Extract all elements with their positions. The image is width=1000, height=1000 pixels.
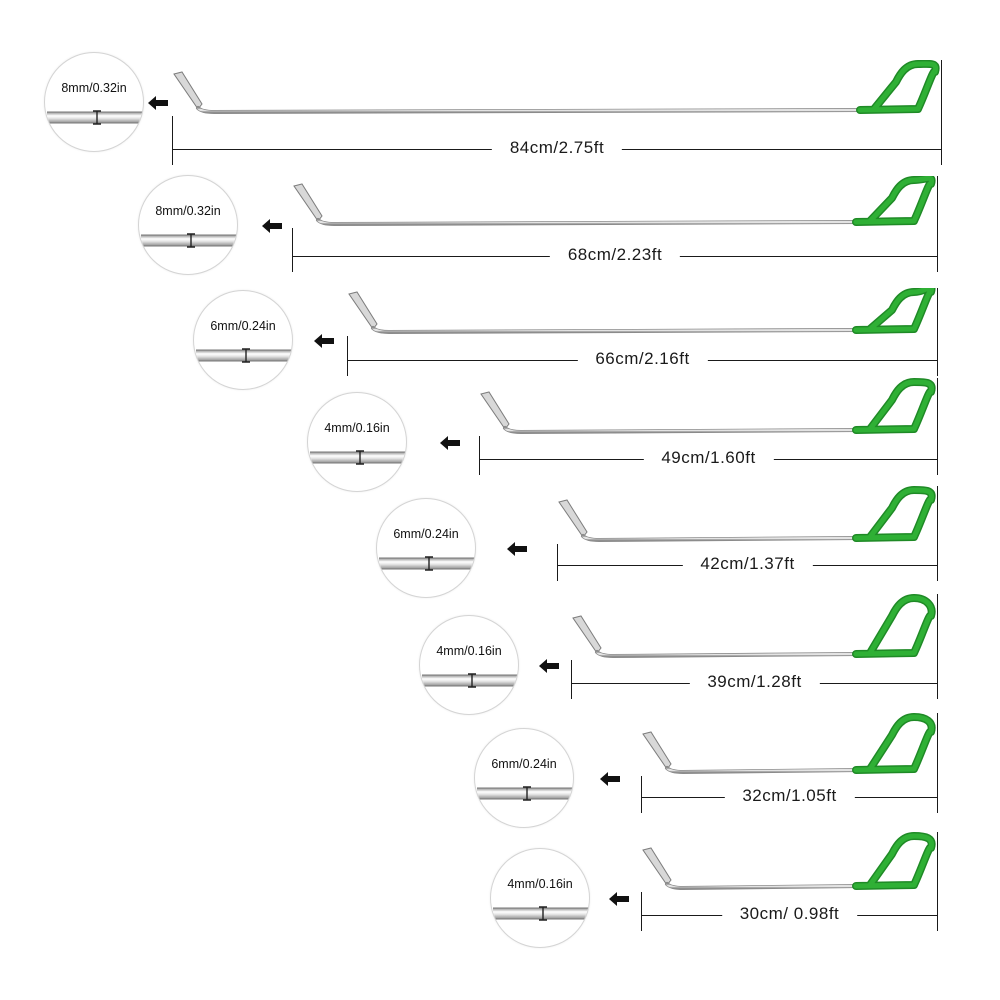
length-dimension: 49cm/1.60ft	[479, 378, 938, 475]
diameter-badge: 8mm/0.32in	[138, 175, 238, 275]
arrow-left-icon	[440, 436, 460, 450]
dimension-tick	[937, 594, 938, 699]
arrow-left-icon	[600, 772, 620, 786]
diameter-badge: 4mm/0.16in	[490, 848, 590, 948]
dent-rod-image	[558, 486, 936, 543]
arrow-left-icon	[148, 96, 168, 110]
dent-rod-image	[480, 378, 936, 435]
diameter-label: 6mm/0.24in	[491, 757, 557, 771]
dimension-tick	[937, 486, 938, 581]
diameter-badge: 6mm/0.24in	[376, 498, 476, 598]
rod-cross-section-icon	[47, 110, 143, 125]
rod-cross-section-icon	[310, 450, 406, 465]
length-label: 49cm/1.60ft	[643, 448, 774, 468]
arrow-left-icon	[262, 219, 282, 233]
diameter-label: 4mm/0.16in	[324, 421, 390, 435]
rod-cross-section-icon	[477, 786, 573, 801]
length-label: 68cm/2.23ft	[549, 245, 681, 265]
dimension-tick	[937, 713, 938, 813]
length-label: 39cm/1.28ft	[689, 672, 820, 692]
diameter-label: 4mm/0.16in	[507, 877, 573, 891]
dimension-tick	[937, 832, 938, 931]
dent-rod-image	[348, 288, 936, 335]
dimension-tick	[557, 544, 558, 581]
dimension-tick	[347, 336, 348, 376]
dimension-tick	[937, 378, 938, 475]
length-dimension: 32cm/1.05ft	[641, 713, 938, 813]
dent-rod-image	[642, 713, 936, 775]
dimension-tick	[641, 776, 642, 813]
length-label: 66cm/2.16ft	[577, 349, 708, 369]
diameter-label: 8mm/0.32in	[155, 204, 221, 218]
dimension-tick	[937, 288, 938, 376]
dimension-tick	[941, 60, 942, 165]
dimension-tick	[937, 176, 938, 272]
dimension-tick	[172, 116, 173, 165]
arrow-left-icon	[539, 659, 559, 673]
dent-rod-image	[642, 832, 936, 891]
dent-rod-image	[572, 594, 936, 659]
arrow-left-icon	[314, 334, 334, 348]
length-label: 30cm/ 0.98ft	[721, 904, 858, 924]
length-dimension: 42cm/1.37ft	[557, 486, 938, 581]
length-dimension: 30cm/ 0.98ft	[641, 832, 938, 931]
dimension-tick	[571, 660, 572, 699]
arrow-left-icon	[507, 542, 527, 556]
dimension-tick	[641, 892, 642, 931]
length-label: 32cm/1.05ft	[724, 786, 855, 806]
diameter-badge: 6mm/0.24in	[474, 728, 574, 828]
rod-cross-section-icon	[379, 556, 475, 571]
dimension-tick	[292, 228, 293, 272]
diameter-label: 8mm/0.32in	[61, 81, 127, 95]
length-label: 42cm/1.37ft	[682, 554, 813, 574]
diameter-label: 6mm/0.24in	[210, 319, 276, 333]
length-dimension: 68cm/2.23ft	[292, 176, 938, 272]
rod-cross-section-icon	[196, 348, 292, 363]
dimension-tick	[479, 436, 480, 475]
diameter-badge: 4mm/0.16in	[307, 392, 407, 492]
length-label: 84cm/2.75ft	[491, 138, 623, 158]
rod-cross-section-icon	[422, 673, 518, 688]
dent-rod-image	[293, 176, 936, 227]
rod-cross-section-icon	[493, 906, 589, 921]
length-dimension: 39cm/1.28ft	[571, 594, 938, 699]
dent-rod-image	[173, 60, 940, 115]
rod-cross-section-icon	[141, 233, 237, 248]
length-dimension: 84cm/2.75ft	[172, 60, 942, 165]
length-dimension: 66cm/2.16ft	[347, 288, 938, 376]
diameter-badge: 6mm/0.24in	[193, 290, 293, 390]
diameter-label: 6mm/0.24in	[393, 527, 459, 541]
diameter-label: 4mm/0.16in	[436, 644, 502, 658]
arrow-left-icon	[609, 892, 629, 906]
diameter-badge: 4mm/0.16in	[419, 615, 519, 715]
diameter-badge: 8mm/0.32in	[44, 52, 144, 152]
